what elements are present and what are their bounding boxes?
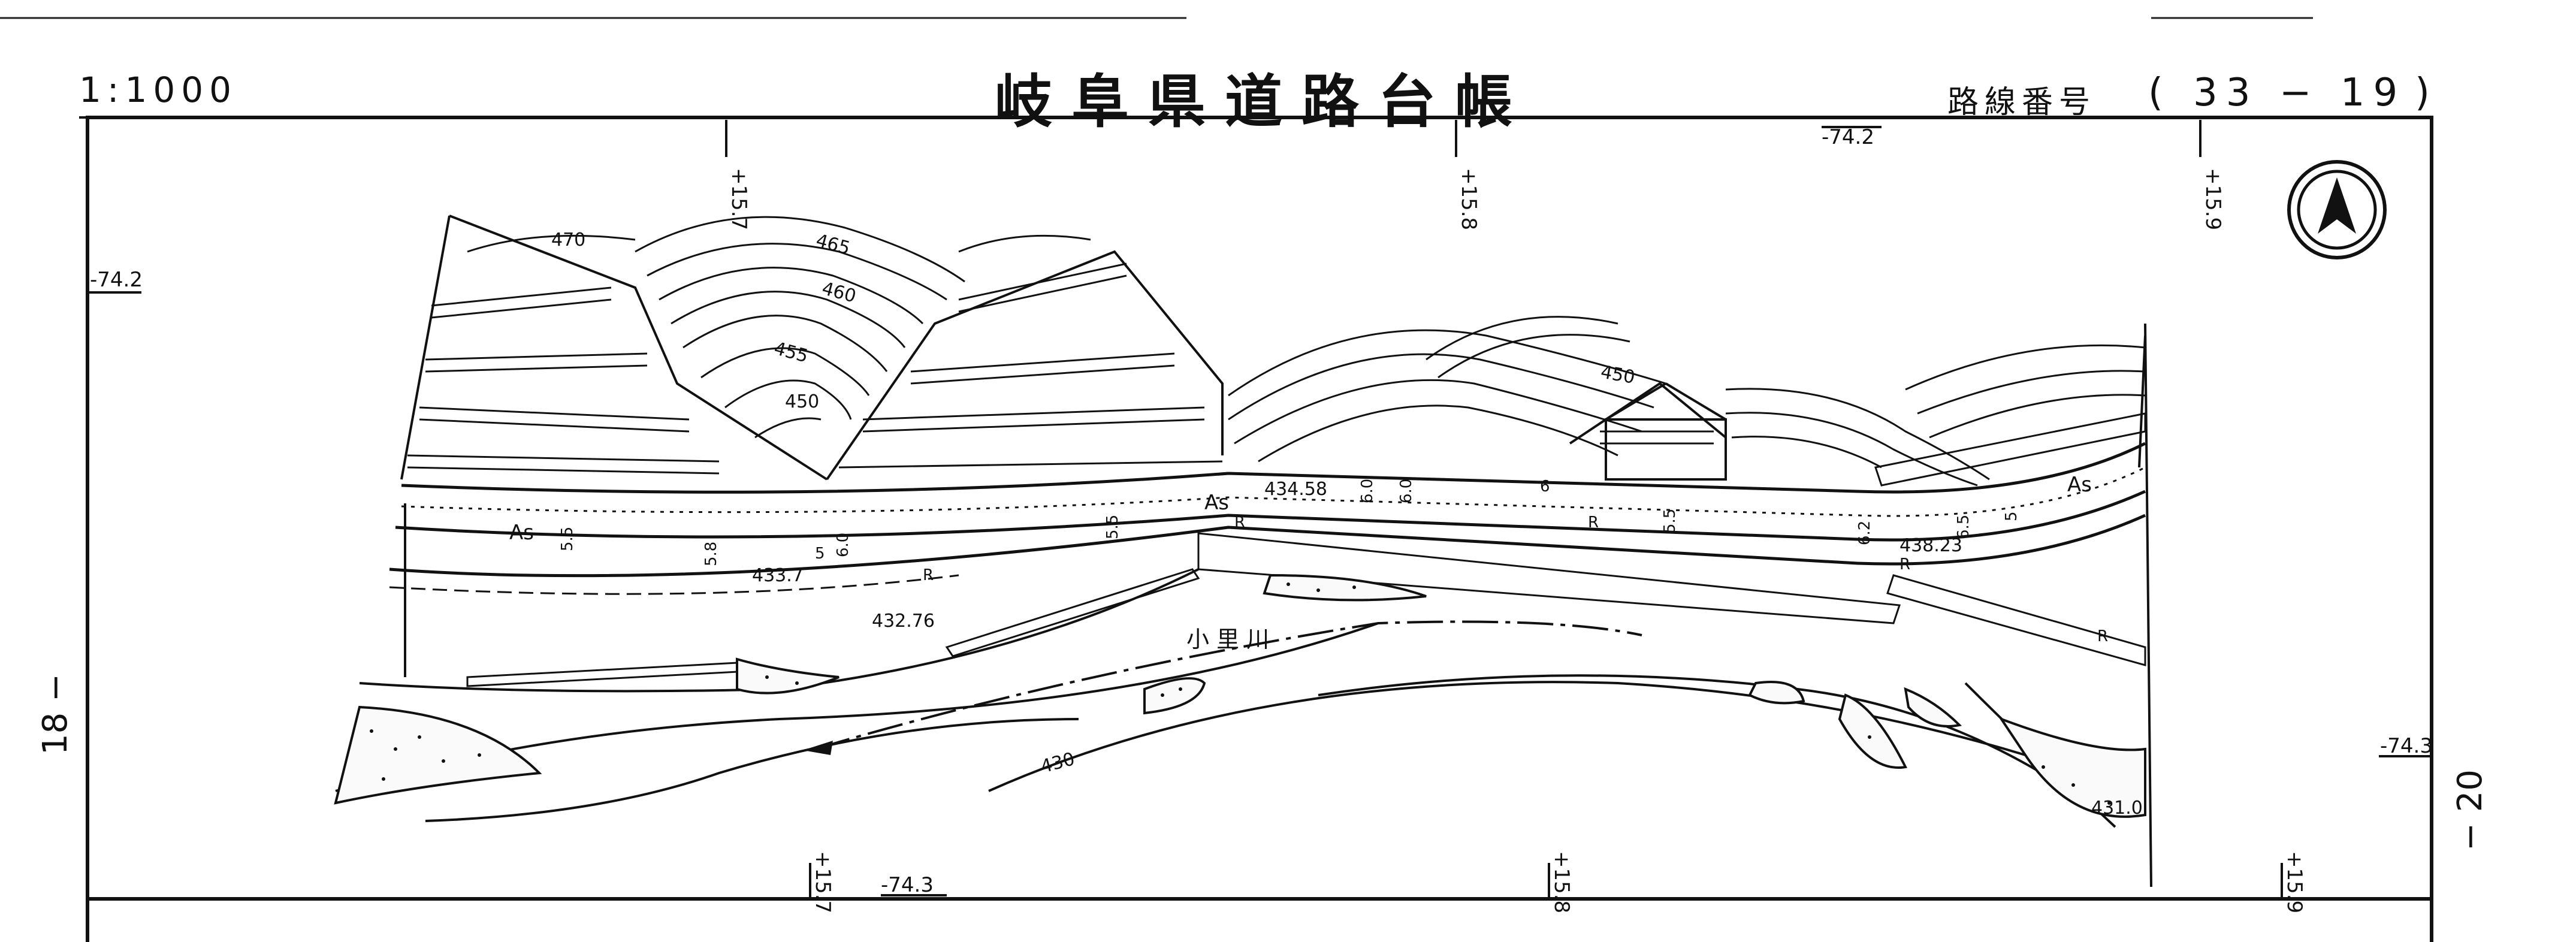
road-width-label: 6.0 [834,533,852,557]
grid-label-top-right: -74.2 [1822,125,1874,149]
elevation-label: 438.23 [1899,535,1962,556]
elevation-label: 434.58 [1264,479,1327,500]
road-width-label: 5 [2003,511,2021,521]
road-surface-label: As [509,521,534,545]
grid-label-bottom-3: +15.9 [2282,851,2306,913]
road-surface-label: As [1204,491,1229,515]
route-number-label: 路線番号 [1947,84,2097,120]
road-mark-label: R [1899,555,1910,573]
road-surface-label: As [2067,473,2092,497]
north-arrow-icon [2287,160,2387,259]
road-width-label: 6.5 [1955,515,1973,539]
road-width-label: 5.5 [558,527,576,551]
route-paren-close: ) [2415,71,2430,115]
sand-stipple [370,582,2111,805]
road-width-label: 5 [815,545,825,563]
grid-label-bottom-2: +15.8 [1550,851,1574,913]
building-icon [1605,382,1727,481]
grid-label-bottom-1: +15.7 [811,851,835,913]
road-width-label: 6.0 [1397,479,1415,503]
contour-lines [467,216,2146,487]
grid-label-left: -74.2 [90,268,143,292]
contour-label: 450 [1599,361,1636,388]
elevation-label: 432.76 [872,611,935,632]
river-name: 小 里 川 [1186,626,1269,653]
route-paren-open: ( [2148,71,2163,115]
grid-label-top-3: +15.9 [2201,168,2225,230]
road-width-label: 6 [1540,478,1550,496]
contour-label: 470 [551,230,585,250]
road-width-label: 6.0 [1358,479,1376,503]
contour-label: 455 [772,338,810,367]
road-mark-label: R [2097,627,2108,645]
road-width-label: 5.8 [702,542,720,566]
grid-label-bottom-center: -74.3 [881,873,934,897]
elevation-label: 431.0 [2091,798,2143,819]
grid-ticks [87,120,2432,899]
terrace-lines [407,262,1714,475]
grid-label-top-2: +15.8 [1457,168,1481,230]
road-mark-label: R [1234,514,1245,532]
grid-label-top-1: +15.7 [727,168,751,230]
grid-label-right: -74.3 [2380,734,2433,758]
sand-bars [334,573,2146,818]
road-width-label: 6.2 [1856,521,1874,545]
contour-label: 465 [814,230,852,259]
hillside-outline [400,215,2146,481]
road-width-label: 5.5 [1104,515,1122,539]
route-number: 33 − 19 [2193,71,2406,115]
map-title: 岐阜県道路台帳 [995,68,1532,135]
road-mark-label: R [1588,514,1599,532]
elevation-label: 433.7 [752,565,804,586]
contour-label: 430 [1038,748,1077,778]
road-width-label: 5.5 [1661,509,1679,533]
river-centerline [814,620,1642,750]
flow-arrow-icon [803,741,833,755]
map-scale: 1:1000 [79,70,238,110]
road [389,442,2146,595]
contour-label: 450 [785,391,819,412]
road-mark-label: R [923,566,934,584]
